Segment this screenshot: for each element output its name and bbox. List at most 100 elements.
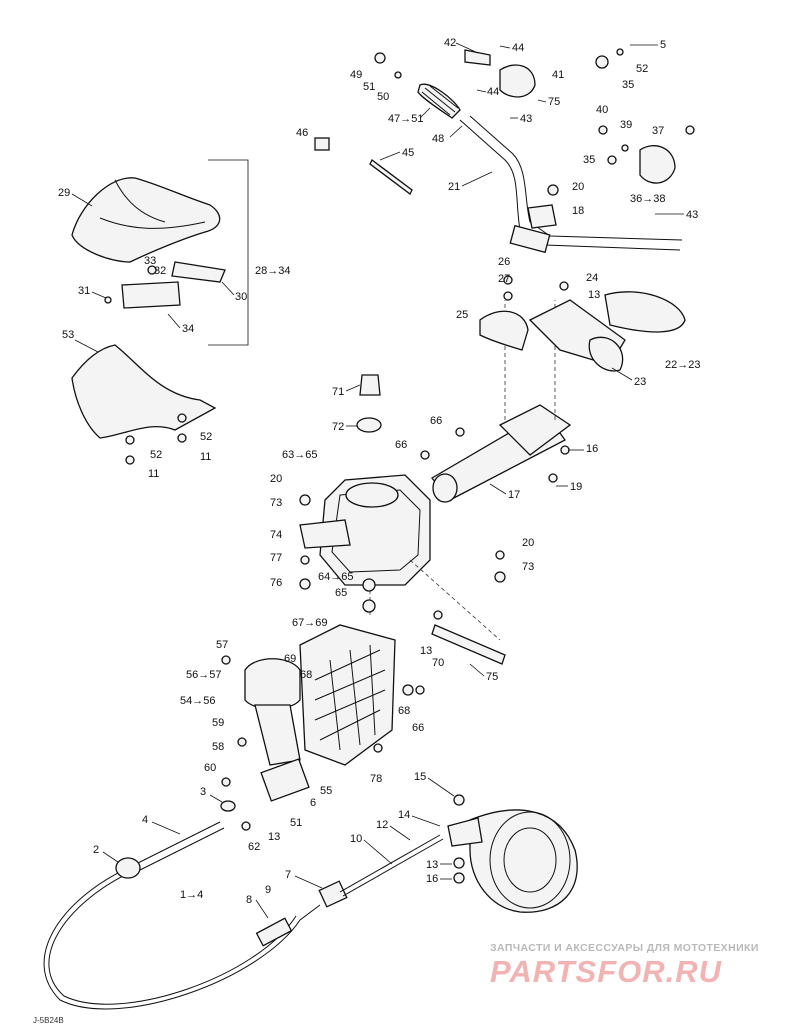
watermark-tagline: ЗАПЧАСТИ И АКСЕССУАРЫ ДЛЯ МОТОТЕХНИКИ	[490, 942, 759, 954]
callout-73-b: 73	[522, 561, 534, 573]
callout-23: 23	[634, 376, 646, 388]
switch	[595, 55, 609, 69]
callout-56-57: 56→57	[186, 669, 221, 681]
mounting-bracket	[121, 281, 181, 309]
callout-35-b: 35	[583, 154, 595, 166]
cover-left	[479, 310, 529, 351]
washer	[300, 555, 310, 565]
handlebar-covers	[479, 275, 686, 372]
callout-51-b: 51	[290, 817, 302, 829]
screw	[503, 275, 513, 285]
callout-46: 46	[296, 127, 308, 139]
callout-55: 55	[320, 785, 332, 797]
callout-16: 16	[586, 443, 598, 455]
nut	[147, 265, 157, 275]
screw	[221, 655, 231, 665]
callout-19: 19	[570, 481, 582, 493]
ball-joint	[433, 610, 443, 620]
callout-51: 51	[363, 81, 375, 93]
callout-59: 59	[212, 717, 224, 729]
callout-26: 26	[498, 256, 510, 268]
callout-27: 27	[498, 273, 510, 285]
nut	[495, 550, 505, 560]
callout-75-b: 75	[486, 671, 498, 683]
callout-42: 42	[444, 37, 456, 49]
callout-64-65: 64→65	[318, 571, 353, 583]
callout-52-b: 52	[200, 431, 212, 443]
callout-74: 74	[270, 529, 282, 541]
steering-cable-assembly	[43, 800, 444, 1010]
rubber-pad	[356, 417, 382, 433]
clip	[314, 137, 330, 151]
washer	[220, 800, 236, 812]
end-cap	[374, 52, 386, 64]
cable-joint	[318, 880, 348, 908]
handlebar-stem	[527, 204, 557, 229]
callout-66-c: 66	[412, 722, 424, 734]
callout-75: 75	[548, 96, 560, 108]
clip	[373, 743, 383, 753]
cushion-pad	[171, 261, 226, 283]
callout-52: 52	[636, 63, 648, 75]
throttle-lever	[464, 49, 491, 66]
callout-11-b: 11	[148, 468, 159, 480]
link-rod	[431, 624, 506, 665]
callout-28-34: 28→34	[255, 265, 290, 277]
screw	[402, 684, 414, 696]
callout-37: 37	[652, 125, 664, 137]
callout-3: 3	[200, 786, 206, 798]
callout-30: 30	[235, 291, 247, 303]
callout-12: 12	[376, 819, 388, 831]
callout-15: 15	[414, 771, 426, 783]
throttle-cable	[369, 159, 413, 195]
callout-48: 48	[432, 133, 444, 145]
nut	[453, 857, 465, 869]
callout-11: 11	[200, 451, 211, 463]
screw	[237, 737, 247, 747]
callout-49: 49	[350, 69, 362, 81]
steering-column-housing	[299, 374, 506, 613]
callout-53: 53	[62, 329, 74, 341]
cable-sleeve	[255, 917, 293, 947]
callout-20-c: 20	[522, 537, 534, 549]
callout-52-c: 52	[150, 449, 162, 461]
stem-bracket	[498, 404, 572, 456]
grease-fitting	[420, 450, 430, 460]
callout-60: 60	[204, 762, 216, 774]
callout-78: 78	[370, 773, 382, 785]
callout-labels: 42 44 49 51 50 44 41 75 43 47→51 48 5 52…	[58, 37, 700, 919]
bolt	[548, 473, 558, 483]
lanyard-post	[685, 125, 695, 135]
screw	[394, 71, 402, 79]
cable-support-bracket	[221, 590, 425, 831]
callout-76: 76	[270, 577, 282, 589]
callout-10: 10	[350, 833, 362, 845]
callout-66: 66	[430, 415, 442, 427]
nut	[560, 445, 570, 455]
callout-44: 44	[512, 42, 524, 54]
callout-41: 41	[552, 69, 564, 81]
grip	[417, 83, 461, 119]
callout-58: 58	[212, 741, 224, 753]
callout-68-b: 68	[398, 705, 410, 717]
callout-13-c: 13	[268, 831, 280, 843]
callout-63-65: 63→65	[282, 449, 317, 461]
nut	[547, 184, 559, 196]
callout-71: 71	[332, 386, 344, 398]
cable-boot	[115, 857, 141, 879]
callout-4: 4	[142, 814, 148, 826]
column-bearing	[345, 482, 399, 508]
callout-18: 18	[572, 205, 584, 217]
column-housing	[319, 474, 431, 586]
callout-34: 34	[182, 323, 194, 335]
screw	[221, 777, 231, 787]
callout-25: 25	[456, 309, 468, 321]
screw	[104, 296, 112, 304]
callout-32: 32	[154, 265, 166, 277]
callout-2: 2	[93, 844, 99, 856]
callout-21: 21	[448, 181, 460, 193]
callout-6: 6	[310, 797, 316, 809]
callout-44-b: 44	[487, 86, 499, 98]
callout-73: 73	[270, 497, 282, 509]
